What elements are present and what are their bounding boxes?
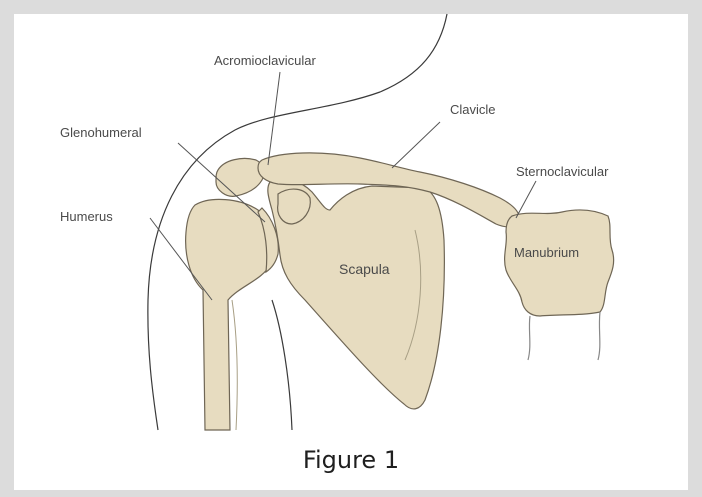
sternum-body-left bbox=[528, 316, 530, 360]
manubrium-bone bbox=[505, 210, 614, 316]
arm-inner-outline bbox=[272, 300, 292, 430]
figure-caption: Figure 1 bbox=[0, 448, 702, 472]
humerus-shading bbox=[232, 300, 237, 430]
humerus-bone bbox=[186, 199, 273, 430]
leader-sternoclavicular bbox=[516, 181, 536, 218]
label-humerus: Humerus bbox=[60, 210, 113, 223]
label-scapula: Scapula bbox=[339, 262, 390, 276]
acromion bbox=[216, 158, 264, 196]
sternum-body-right bbox=[598, 312, 600, 360]
leader-clavicle bbox=[392, 122, 440, 168]
label-clavicle: Clavicle bbox=[450, 103, 496, 116]
leader-acromioclavicular bbox=[268, 72, 280, 165]
label-glenohumeral: Glenohumeral bbox=[60, 126, 142, 139]
label-sternoclavicular: Sternoclavicular bbox=[516, 165, 609, 178]
label-manubrium: Manubrium bbox=[514, 246, 579, 259]
label-acromioclavicular: Acromioclavicular bbox=[214, 54, 316, 67]
